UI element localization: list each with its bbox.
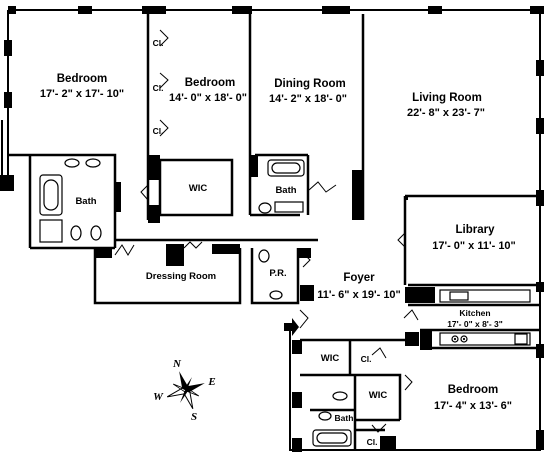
toilet-nw — [70, 225, 82, 241]
compass-rose: N E S W — [153, 358, 216, 423]
closet-3-name: Cl. — [153, 126, 164, 136]
bedroom-nw-dims: 17'- 2" x 17'- 10" — [40, 88, 124, 100]
sink-se — [332, 391, 348, 401]
fixtures — [39, 158, 531, 447]
toilet-pr — [258, 249, 270, 263]
sink-nw — [64, 158, 80, 168]
dressing-name: Dressing Room — [146, 271, 216, 282]
toilet-dining — [258, 202, 272, 214]
bathtub-nw — [39, 174, 63, 216]
wic-n-name: WIC — [189, 183, 208, 194]
kitchen-counter-bottom — [439, 332, 531, 346]
living-dims: 22'- 8" x 23'- 7" — [407, 107, 485, 119]
dining-name: Dining Room — [274, 78, 346, 90]
library-dims: 17'- 0" x 11'- 10" — [432, 240, 516, 252]
compass-s: S — [191, 411, 197, 423]
kitchen-sink — [449, 291, 469, 301]
bath-se-name: Bath — [335, 413, 354, 423]
exterior-piers — [0, 6, 544, 452]
closet-1-name: Cl. — [153, 38, 164, 48]
bedroom-n-dims: 14'- 0" x 18'- 0" — [169, 92, 247, 104]
bedroom-nw-name: Bedroom — [57, 73, 107, 85]
kitchen-name: Kitchen — [459, 308, 490, 318]
wic-se1-name: WIC — [321, 353, 340, 364]
bath-dining-name: Bath — [275, 185, 296, 196]
toilet-se — [318, 411, 332, 421]
bedroom-n-name: Bedroom — [185, 77, 235, 89]
compass-e: E — [207, 376, 215, 388]
bedroom-se-dims: 17'- 4" x 13'- 6" — [434, 400, 512, 412]
dining-dims: 14'- 2" x 18'- 0" — [269, 93, 347, 105]
compass-n: N — [172, 358, 182, 370]
compass-w: W — [153, 391, 164, 403]
wall-blocks — [96, 155, 435, 450]
shower-nw — [39, 219, 63, 243]
closet-5-name: Cl. — [367, 437, 378, 447]
bathtub-dining — [267, 159, 305, 177]
closet-2-name: Cl. — [153, 83, 164, 93]
bath-nw-name: Bath — [75, 196, 96, 207]
kitchen-dims: 17'- 0" x 8'- 3" — [447, 319, 503, 329]
bathtub-se — [312, 429, 352, 447]
library-name: Library — [456, 224, 496, 236]
closet-4-name: Cl. — [361, 354, 372, 364]
entry-arrow — [284, 318, 299, 336]
vanity-dining — [274, 201, 304, 213]
powder-name: P.R. — [269, 268, 286, 279]
living-name: Living Room — [412, 92, 482, 104]
sink-pr — [269, 290, 283, 300]
foyer-dims: 11'- 6" x 19'- 10" — [317, 289, 401, 301]
kitchen-counter-top — [439, 289, 531, 303]
foyer-name: Foyer — [343, 272, 375, 284]
door-swings — [114, 29, 419, 433]
bedroom-se-name: Bedroom — [448, 384, 498, 396]
wic-se2-name: WIC — [369, 390, 388, 401]
